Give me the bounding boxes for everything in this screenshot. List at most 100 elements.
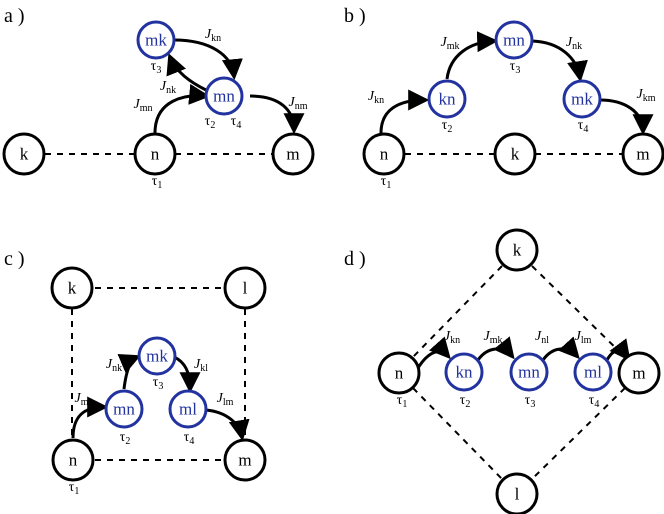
node-n: n — [377, 351, 421, 395]
node-k: k — [50, 266, 94, 310]
time-label: τ1 — [397, 393, 408, 410]
dashed-link-k-m — [531, 265, 626, 358]
dashed-link-l-m — [531, 387, 626, 480]
pair-node-mn-label: mn — [113, 400, 135, 419]
panel-d-label: d ) — [344, 248, 366, 270]
panel-a-label: a ) — [4, 5, 25, 27]
pair-node-mn: mn — [494, 20, 534, 60]
arrow-n-to-kn — [379, 89, 430, 134]
coupling-label: Jmk — [484, 329, 503, 346]
node-n-label: n — [380, 145, 389, 164]
dashed-link-n-l — [412, 387, 503, 480]
pair-node-mk: mk — [136, 20, 176, 60]
coupling-label: Jnm — [289, 95, 308, 112]
pair-node-ml-label: ml — [179, 400, 197, 419]
node-k: k — [2, 132, 46, 176]
coupling-label: Jnk — [160, 79, 176, 96]
pair-node-mk-label: mk — [571, 90, 593, 109]
time-label: τ2 — [120, 430, 131, 447]
arrow-n-to-kn — [416, 336, 451, 369]
node-n-label: n — [151, 145, 160, 164]
node-n-label: n — [395, 364, 404, 383]
arrow-mn-to-mk — [117, 353, 141, 390]
time-label: τ4 — [184, 430, 195, 447]
arrow-n-to-mn — [71, 396, 109, 439]
coupling-label: Jkn — [444, 329, 460, 346]
arrow-mn-to-ml — [541, 336, 580, 361]
arrow-n-to-mn — [153, 83, 211, 134]
node-n: n — [133, 132, 177, 176]
node-m-label: m — [636, 145, 649, 164]
node-k-label: k — [68, 279, 77, 298]
node-k-label: k — [511, 145, 520, 164]
arrow-mk-to-m — [599, 98, 654, 136]
node-m: m — [223, 438, 267, 482]
coupling-label: Jnl — [535, 329, 549, 346]
time-label: τ3 — [510, 59, 521, 76]
pair-node-mk: mk — [562, 79, 602, 119]
time-label: τ2 — [442, 118, 453, 135]
coupling-label: Jlm — [217, 391, 234, 408]
pair-node-kn: kn — [444, 352, 484, 392]
pair-node-kn: kn — [427, 79, 467, 119]
pair-node-mn: mn — [509, 352, 549, 392]
coupling-label: Jkl — [194, 357, 208, 374]
node-m-label: m — [632, 364, 645, 383]
node-m: m — [617, 351, 661, 395]
arrow-mn-to-mk — [166, 53, 207, 92]
arrow-kn-to-mn — [476, 336, 515, 361]
time-label: τ2 — [205, 114, 216, 131]
node-n: n — [51, 438, 95, 482]
node-l: l — [495, 472, 539, 514]
node-m: m — [621, 132, 664, 176]
node-n: n — [362, 132, 406, 176]
coupling-label: Jmn — [75, 391, 94, 408]
pair-node-mn: mn — [104, 389, 144, 429]
time-label: τ1 — [381, 174, 392, 191]
panel-d: d ) k n m l kn mn — [344, 228, 661, 514]
time-label: τ1 — [69, 480, 80, 497]
pair-node-kn-label: kn — [456, 363, 474, 382]
pair-node-ml: ml — [168, 389, 208, 429]
node-k: k — [493, 132, 537, 176]
arrow-mn-to-m — [249, 94, 305, 135]
node-m: m — [271, 132, 315, 176]
coupling-label: Jnk — [106, 357, 122, 374]
node-k-label: k — [20, 145, 29, 164]
arrow-kn-to-mn — [445, 31, 499, 80]
node-k: k — [495, 228, 539, 272]
arrow-mn-to-mk — [531, 39, 588, 83]
node-l-label: l — [515, 485, 520, 504]
coupling-label: Jkn — [205, 27, 221, 44]
arrow-mk-to-ml — [173, 355, 201, 394]
coupling-label: Jkm — [637, 87, 656, 104]
pair-node-mk-label: mk — [146, 347, 168, 366]
pair-node-mn-label: mn — [518, 363, 540, 382]
time-label: τ4 — [589, 393, 600, 410]
arrow-mk-to-mn — [173, 38, 243, 81]
pair-node-mk: mk — [137, 336, 177, 376]
node-m-label: m — [238, 451, 251, 470]
coupling-label: Jmn — [134, 97, 153, 114]
time-label: τ3 — [151, 59, 162, 76]
node-n-label: n — [69, 451, 78, 470]
panel-a: a ) k n m mk mn Jkn Jnk — [2, 5, 315, 191]
coupling-label: Jkn — [368, 89, 384, 106]
panel-b-label: b ) — [344, 5, 366, 27]
time-label: τ2 — [460, 393, 471, 410]
arrow-ml-to-m — [205, 408, 250, 442]
time-label: τ4 — [578, 118, 589, 135]
pair-node-mn-label: mn — [213, 87, 235, 106]
panel-c-label: c ) — [4, 248, 25, 270]
node-k-label: k — [513, 241, 522, 260]
time-label: τ4 — [231, 114, 242, 131]
node-m-label: m — [286, 145, 299, 164]
pair-node-mn-label: mn — [503, 31, 525, 50]
panel-c: c ) k l n m mk mn — [4, 248, 267, 497]
node-l-label: l — [243, 279, 248, 298]
time-label: τ1 — [152, 174, 163, 191]
coupling-label: Jmk — [441, 35, 460, 52]
dashed-link-k-n — [412, 265, 503, 358]
coupling-label: Jlm — [575, 329, 592, 346]
